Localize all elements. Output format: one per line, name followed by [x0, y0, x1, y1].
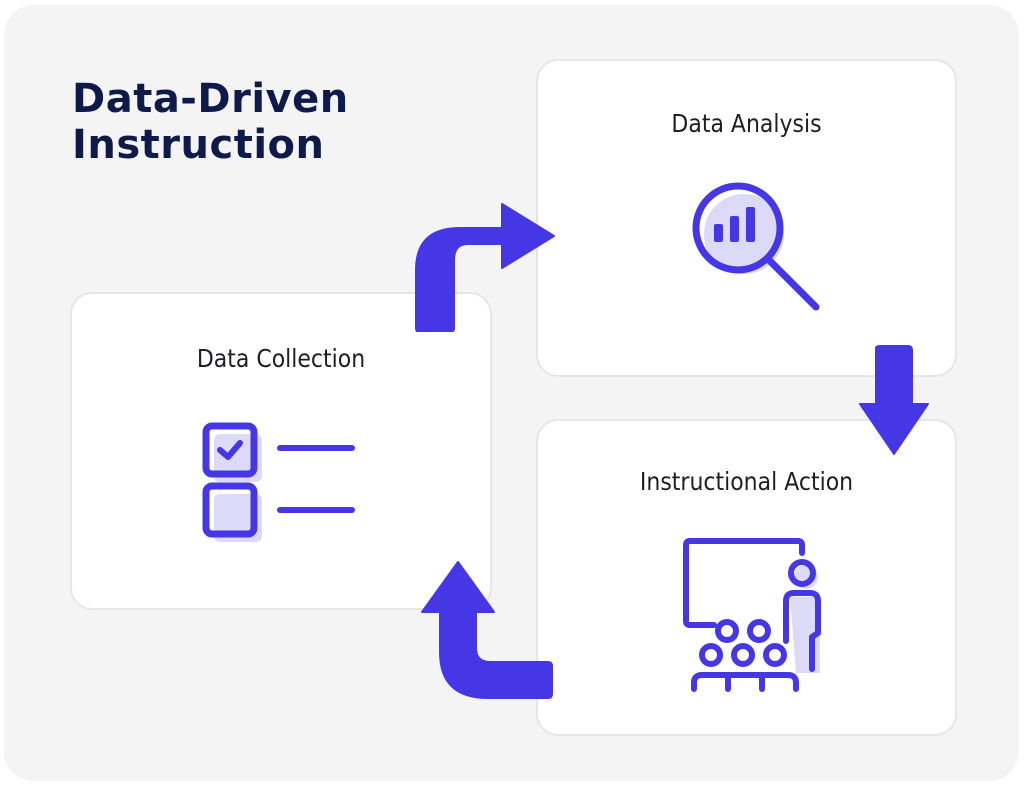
- step-card-instructional-action: Instructional Action: [536, 419, 957, 736]
- checklist-icon: [202, 422, 355, 542]
- title-line-1: Data-Driven: [72, 76, 349, 122]
- diagram-title: Data-Driven Instruction: [72, 76, 349, 168]
- step-card-data-analysis: Data Analysis: [536, 59, 957, 377]
- step-label: Data Collection: [196, 344, 366, 373]
- step-card-data-collection: Data Collection: [70, 292, 492, 610]
- magnifier-bar-chart-icon: [692, 182, 820, 311]
- arrow-analysis-to-action-icon: [859, 345, 929, 455]
- arrow-action-to-collection-icon: [421, 561, 553, 699]
- step-label: Data Analysis: [671, 109, 822, 138]
- teacher-classroom-icon: [683, 538, 821, 692]
- step-label: Instructional Action: [639, 467, 854, 496]
- arrow-collection-to-analysis-icon: [415, 203, 555, 332]
- title-line-2: Instruction: [72, 122, 325, 168]
